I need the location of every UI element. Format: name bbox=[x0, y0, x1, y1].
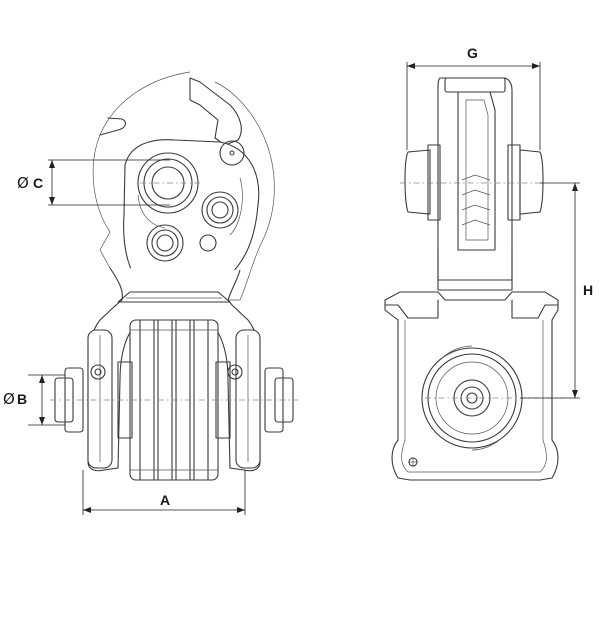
dim-c-label: C bbox=[33, 175, 43, 191]
dim-a-label: A bbox=[160, 492, 170, 508]
dim-c-diameter-symbol: Ø bbox=[17, 174, 29, 192]
dimension-h: H bbox=[520, 182, 593, 399]
dimension-b: Ø B bbox=[3, 374, 65, 426]
dimension-g: G bbox=[406, 45, 541, 150]
dimension-c: Ø C bbox=[17, 159, 170, 206]
front-view bbox=[50, 71, 298, 481]
dimension-a: A bbox=[82, 470, 246, 515]
dim-h-label: H bbox=[583, 282, 593, 298]
side-view bbox=[384, 77, 575, 481]
dim-b-diameter-symbol: Ø bbox=[3, 390, 15, 408]
dim-g-label: G bbox=[467, 45, 478, 61]
dim-b-label: B bbox=[17, 391, 27, 407]
